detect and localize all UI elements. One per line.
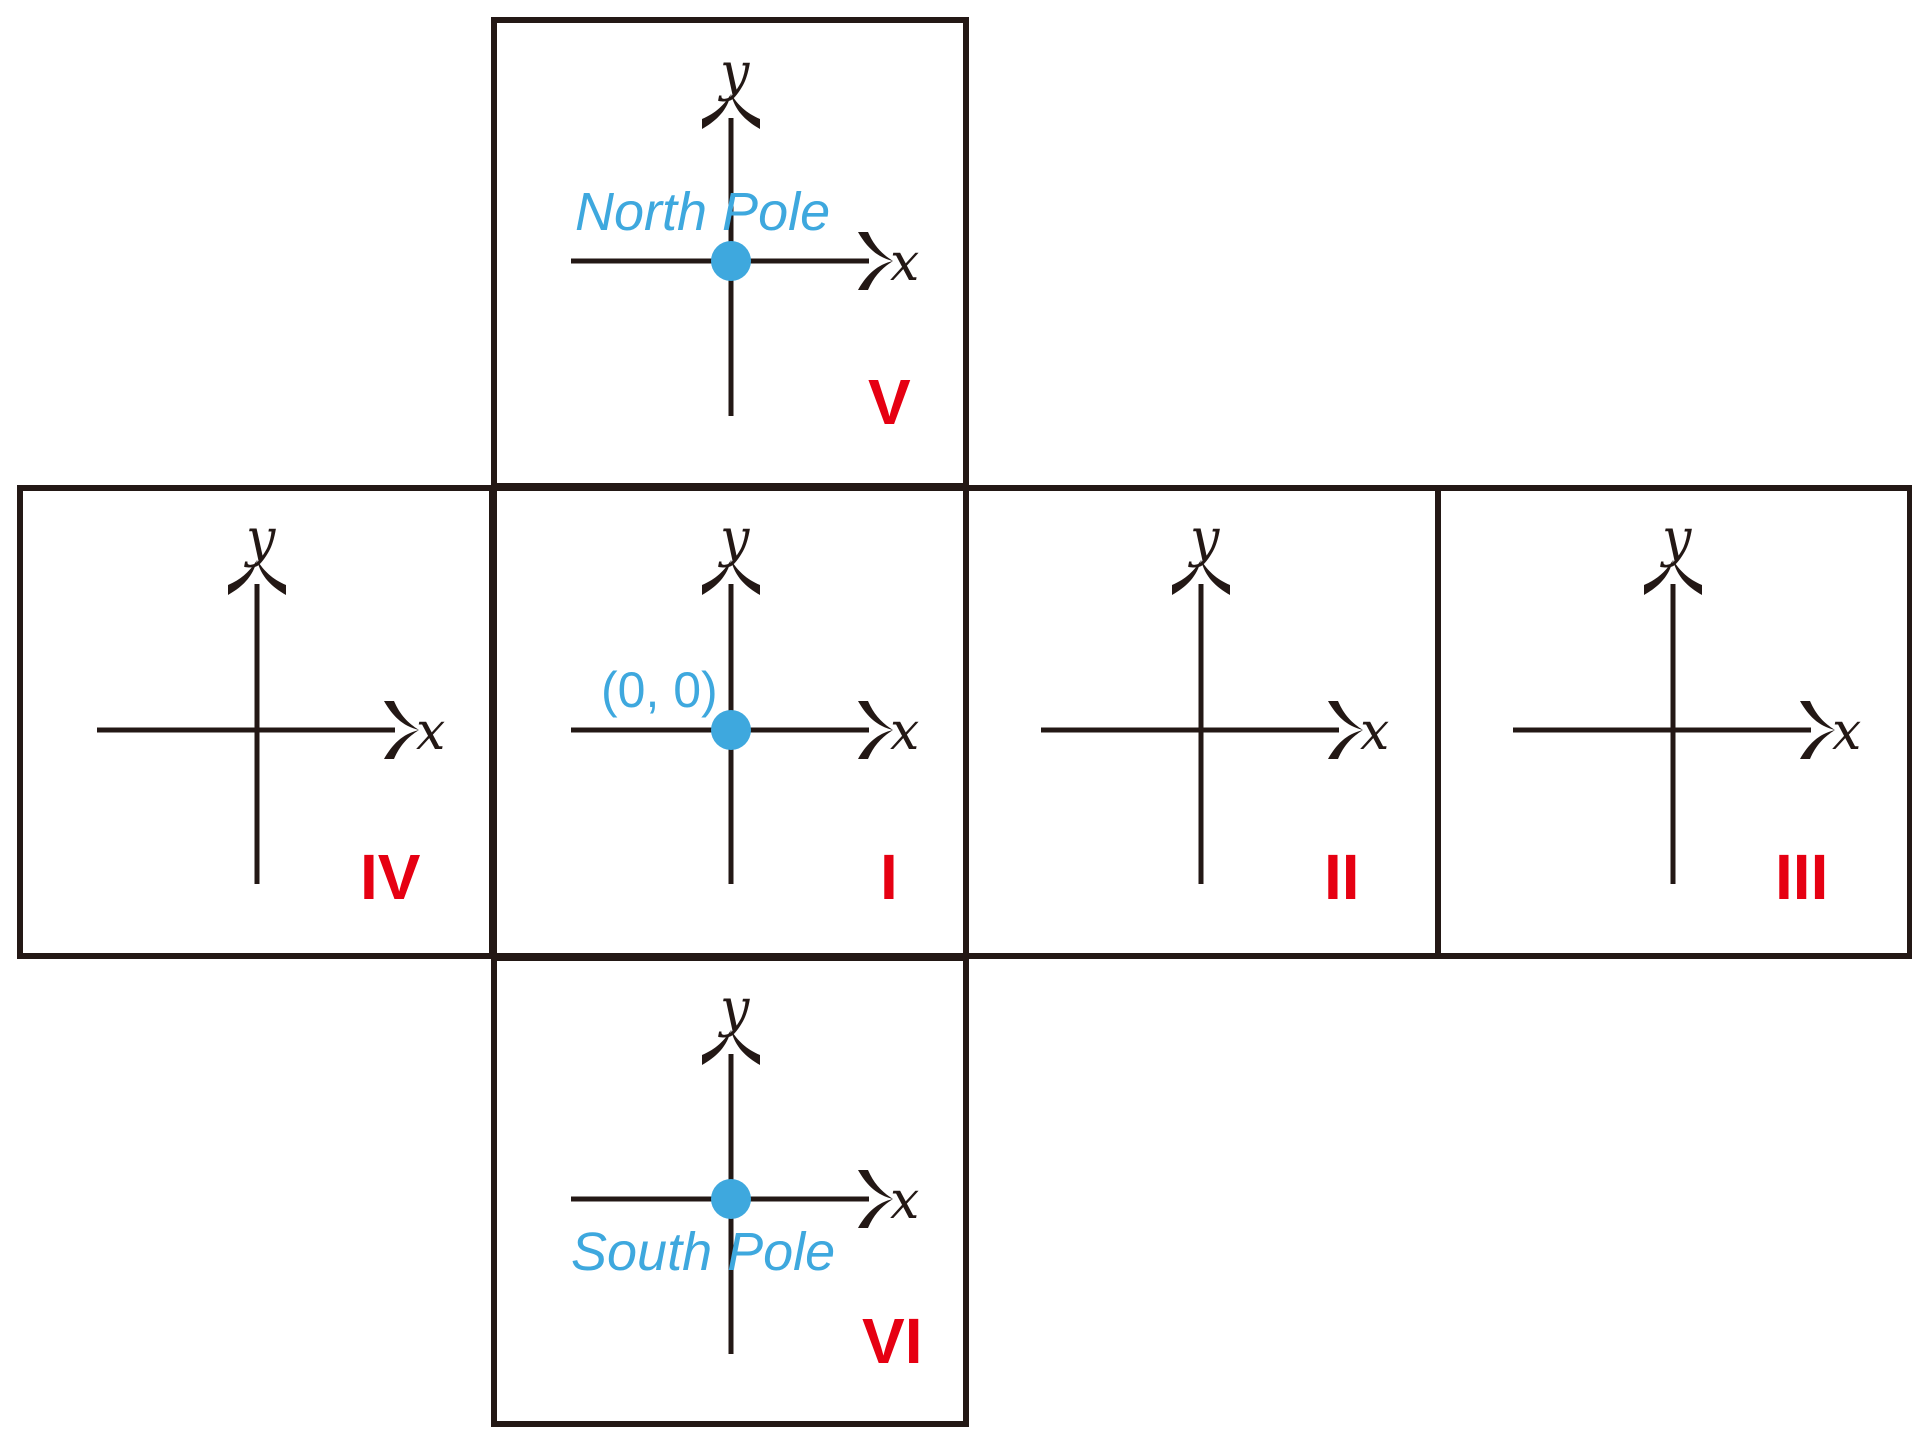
face-iv-x-axis-label: x [416, 702, 445, 762]
south-pole-marker [711, 1179, 751, 1219]
face-iii-label: III [1775, 841, 1828, 913]
south-pole-label: South Pole [571, 1222, 835, 1282]
origin-marker [711, 710, 751, 750]
face-ii: x y II [963, 485, 1441, 959]
face-ii-y-axis-label: y [1188, 509, 1220, 569]
face-iii: x y III [1435, 485, 1912, 959]
north-pole-label: North Pole [575, 182, 830, 242]
origin-label: (0, 0) [601, 662, 718, 718]
face-iv-label: IV [360, 841, 421, 913]
face-iv: x y IV [17, 485, 495, 959]
face-i-x-axis-label: x [890, 702, 919, 762]
face-ii-label: II [1324, 841, 1360, 913]
face-vi: x y South Pole VI [491, 955, 969, 1427]
face-i-y-axis-label: y [718, 509, 750, 569]
face-v-x-axis-label: x [890, 233, 919, 293]
face-i-label: I [880, 841, 898, 913]
face-vi-border [491, 955, 969, 1427]
face-v-label: V [868, 366, 911, 438]
face-iv-y-axis-label: y [244, 509, 276, 569]
face-v-y-axis-label: y [718, 43, 750, 103]
face-iii-y-axis-label: y [1660, 509, 1692, 569]
face-v: x y North Pole V [491, 17, 969, 489]
face-vi-x-axis-label: x [890, 1171, 919, 1231]
face-ii-x-axis-label: x [1360, 702, 1389, 762]
face-vi-label: VI [862, 1305, 922, 1377]
face-iii-x-axis-label: x [1832, 702, 1861, 762]
north-pole-marker [711, 241, 751, 281]
face-iii-border [1435, 485, 1912, 959]
face-i: x y (0, 0) I [491, 485, 969, 959]
face-vi-y-axis-label: y [718, 979, 750, 1039]
